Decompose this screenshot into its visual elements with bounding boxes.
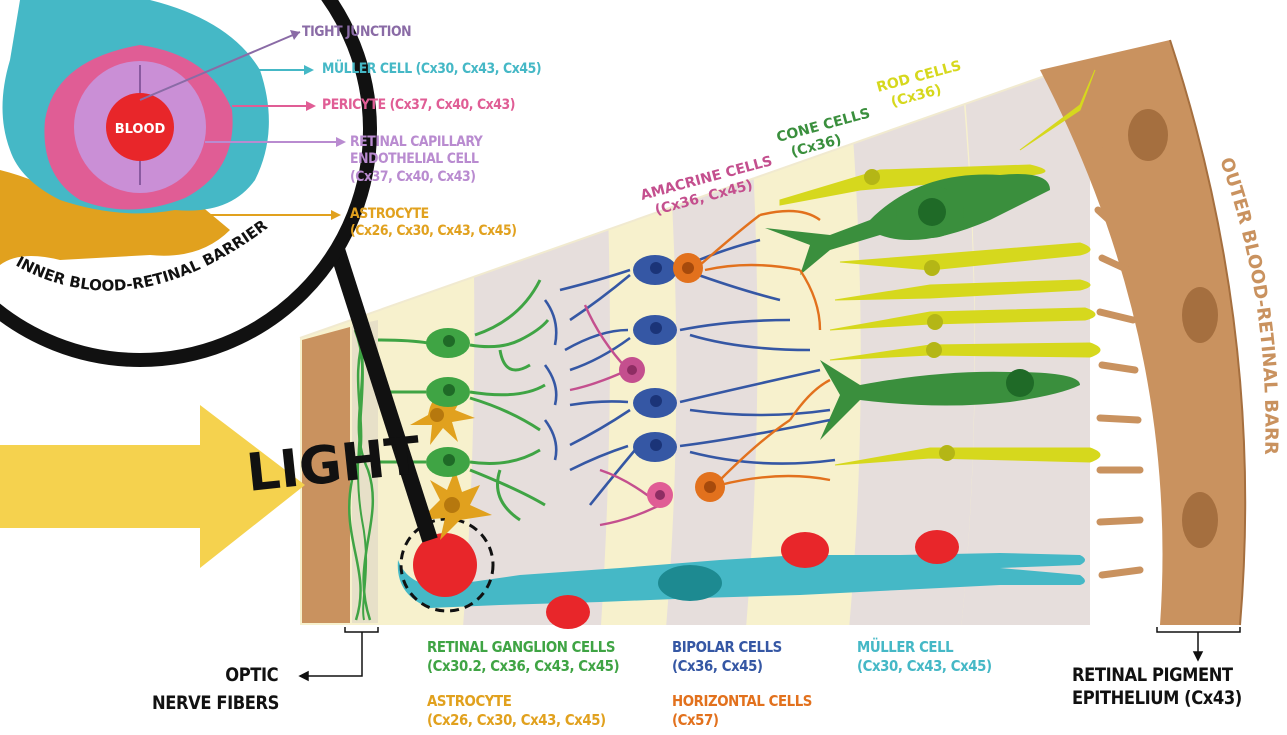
bipolar-label: BIPOLAR CELLS (Cx36, Cx45) [672, 638, 800, 675]
astrocyte-label: ASTROCYTE (Cx26, Cx30, Cx43, Cx45) [427, 692, 635, 729]
blood-label: BLOOD [115, 122, 166, 137]
optic-nerve-label-line2: NERVE FIBERS [152, 692, 279, 715]
ganglion-label: RETINAL GANGLION CELLS (Cx30.2, Cx36, Cx… [427, 638, 650, 675]
muller-label: MÜLLER CELL (Cx30, Cx43, Cx45) [857, 638, 1014, 675]
inset-astrocyte-label: ASTROCYTE (Cx26, Cx30, Cx43, Cx45) [350, 206, 544, 241]
rod-label: ROD CELLS (Cx36) [875, 58, 968, 113]
inset-muller-label: MÜLLER CELL (Cx30, Cx43, Cx45) [322, 61, 541, 78]
optic-nerve-label: OPTIC [218, 664, 288, 687]
rpe-label: RETINAL PIGMENT EPITHELIUM (Cx43) [1072, 664, 1269, 710]
horizontal-label: HORIZONTAL CELLS (Cx57) [672, 692, 835, 729]
inset-endothelial-label: RETINAL CAPILLARY ENDOTHELIAL CELL (Cx37… [350, 134, 504, 186]
inset-pericyte-label: PERICYTE (Cx37, Cx40, Cx43) [322, 97, 515, 114]
tight-junction-label: TIGHT JUNCTION [302, 24, 411, 41]
